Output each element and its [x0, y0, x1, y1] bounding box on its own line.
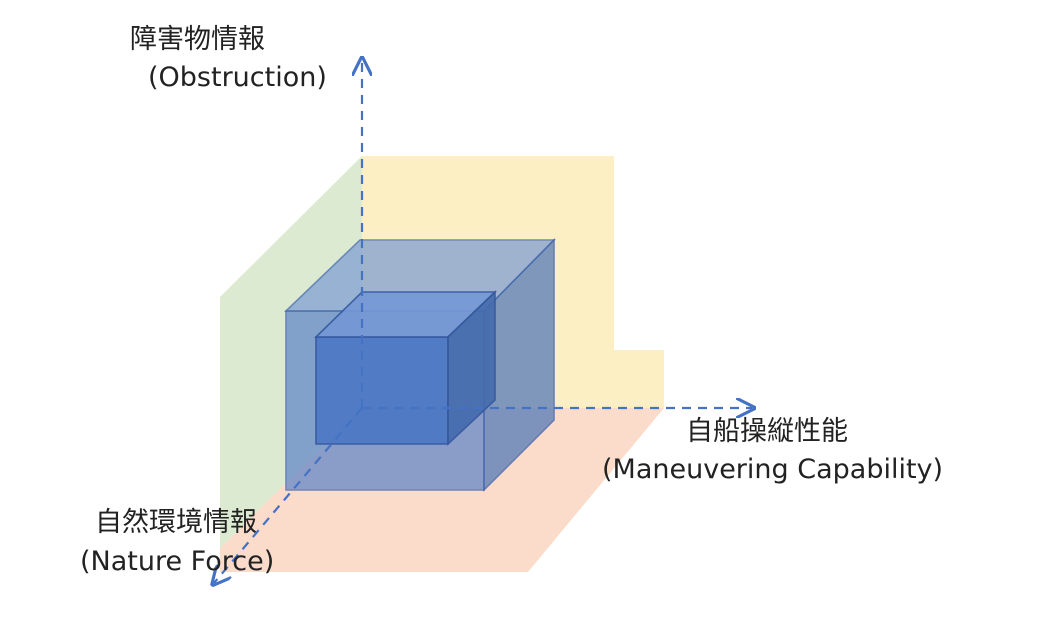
obstruction-label-en: (Obstruction)	[148, 62, 327, 93]
maneuvering-label-ja: 自船操縦性能	[686, 416, 848, 447]
nature-label-en: (Nature Force)	[80, 546, 275, 577]
nature-label-ja: 自然環境情報	[95, 507, 257, 538]
inner-cube-front-face	[315, 336, 449, 445]
outer-cube-side-face	[483, 238, 555, 492]
maneuvering-label-en: (Maneuvering Capability)	[602, 454, 944, 485]
inner-cube	[314, 290, 497, 446]
obstruction-label-ja: 障害物情報	[130, 24, 265, 55]
nature-axis-arrow	[214, 407, 363, 583]
